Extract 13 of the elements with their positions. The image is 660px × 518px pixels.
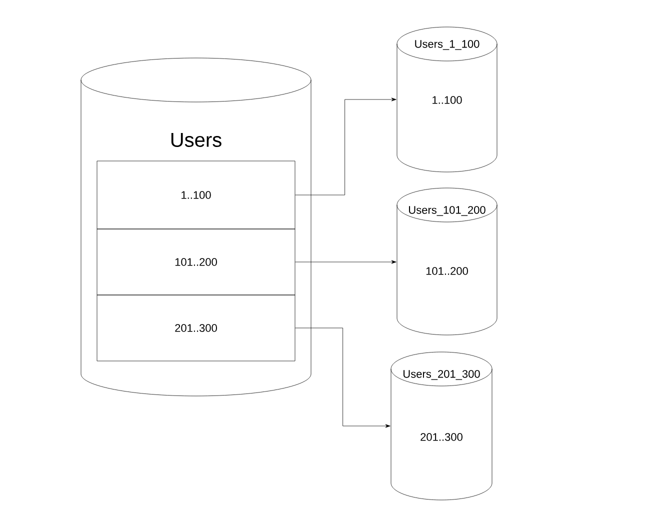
arrow <box>295 328 390 428</box>
arrow <box>295 260 396 264</box>
node-label: Users <box>171 133 222 147</box>
node-label: 1..100 <box>432 96 462 104</box>
node-label: 201..300 <box>420 433 462 441</box>
partition-box: 101..200 <box>96 228 296 296</box>
arrow <box>295 98 396 196</box>
database-cylinder: Users_1_100 1..100 <box>396 26 498 172</box>
partition-box: 1..100 <box>96 160 296 230</box>
node-label: 101..200 <box>426 267 468 275</box>
partition-box: 201..300 <box>96 294 296 362</box>
database-cylinder: Users_101_200 101..200 <box>396 188 498 336</box>
database-cylinder: Users_201_300 201..300 <box>390 352 492 500</box>
